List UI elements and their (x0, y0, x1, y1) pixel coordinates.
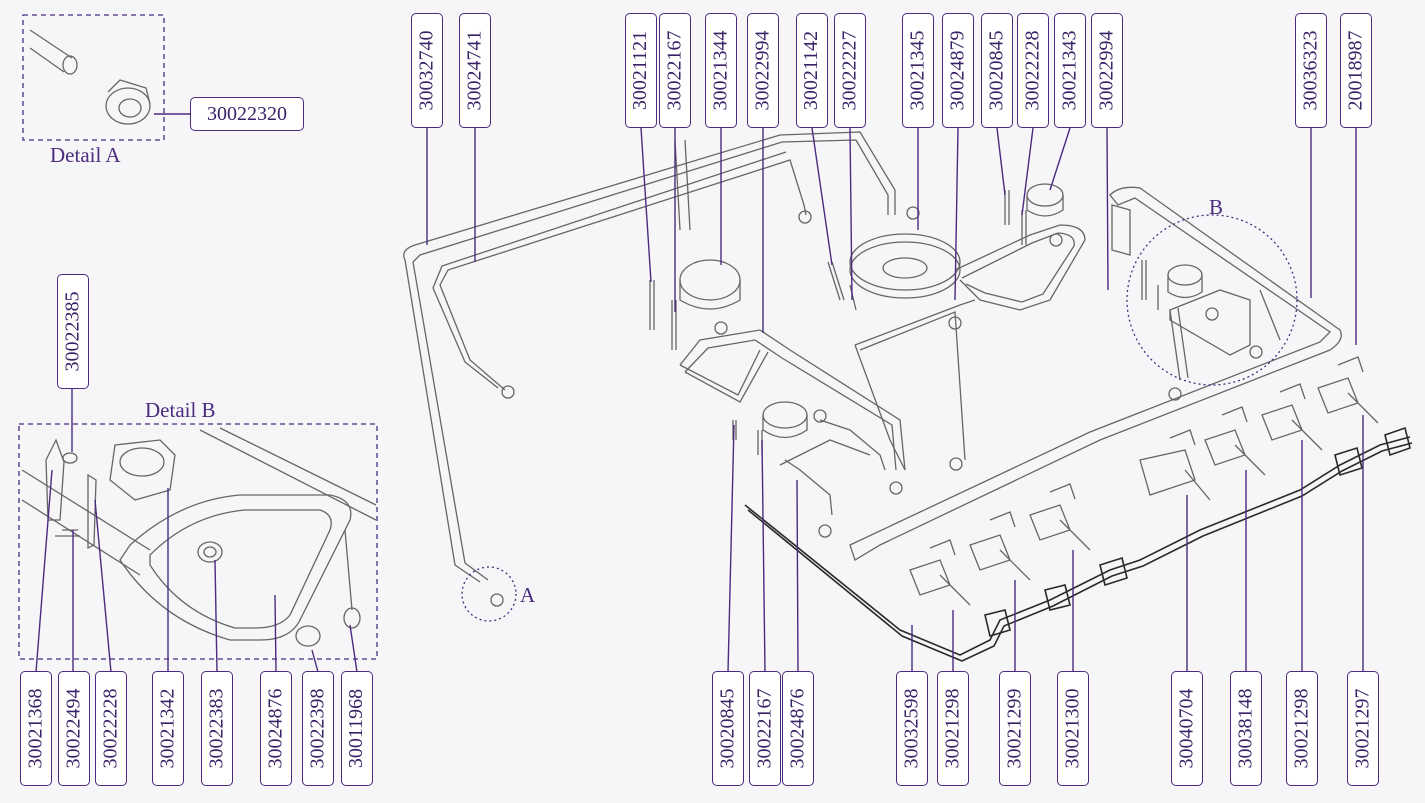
part-number-label: 30011968 (341, 671, 373, 786)
part-number-label: 30022320 (190, 97, 304, 131)
part-number-label: 30022228 (95, 671, 127, 786)
thermocouple-wiring (744, 426, 1413, 662)
part-number-label: 30022494 (58, 671, 90, 786)
detail-b-callout-circle (1126, 214, 1298, 386)
detail-b-drawing (21, 427, 377, 647)
part-number-label: 30021343 (1054, 13, 1086, 128)
part-number-label: 30020845 (712, 671, 744, 786)
part-number-label: 30040704 (1171, 671, 1203, 786)
part-number-label: 30022398 (302, 671, 334, 786)
part-number-label: 30020845 (981, 13, 1013, 128)
detail-a-drawing (29, 29, 151, 125)
detail-a-title: Detail A (50, 143, 121, 167)
detail-a-frame (22, 14, 165, 141)
detail-b-title: Detail B (145, 398, 216, 422)
part-number-label: 30022994 (1091, 13, 1123, 128)
part-number-label: 30021368 (20, 671, 52, 786)
part-number-label: 30036323 (1295, 13, 1327, 128)
part-number-label: 30021142 (796, 13, 828, 128)
gas-taps (909, 356, 1379, 606)
part-number-label: 30021299 (999, 671, 1031, 786)
part-number-label: 30022385 (57, 274, 89, 389)
part-number-label: 30024741 (459, 13, 491, 128)
part-number-label: 30022994 (747, 13, 779, 128)
part-number-label: 30032740 (411, 13, 443, 128)
part-number-label: 30022167 (749, 671, 781, 786)
part-number-label: 30021297 (1347, 671, 1379, 786)
part-number-label: 30022228 (1017, 13, 1049, 128)
part-number-label: 30022383 (201, 671, 233, 786)
part-number-label: 30024879 (942, 13, 974, 128)
part-number-label: 30024876 (260, 671, 292, 786)
part-number-label: 30021298 (1286, 671, 1318, 786)
pipe-network (403, 131, 1342, 583)
burner-parts (490, 183, 1263, 607)
part-number-label: 30021121 (625, 13, 657, 128)
part-number-label: 30021342 (152, 671, 184, 786)
detail-a-marker: A (520, 583, 536, 607)
part-number-label: 30021344 (705, 13, 737, 128)
part-number-label: 30021345 (902, 13, 934, 128)
part-number-label: 20018987 (1340, 13, 1372, 128)
leader-lines (35, 113, 1364, 673)
part-number-label: 30022167 (659, 13, 691, 128)
part-number-label: 30021298 (937, 671, 969, 786)
part-number-label: 30038148 (1230, 671, 1262, 786)
part-number-label: 30024876 (782, 671, 814, 786)
part-number-label: 30021300 (1057, 671, 1089, 786)
detail-a-callout-circle (461, 566, 517, 622)
part-number-label: 30022227 (834, 13, 866, 128)
part-number-label: 30032598 (896, 671, 928, 786)
detail-b-marker: B (1209, 195, 1224, 219)
